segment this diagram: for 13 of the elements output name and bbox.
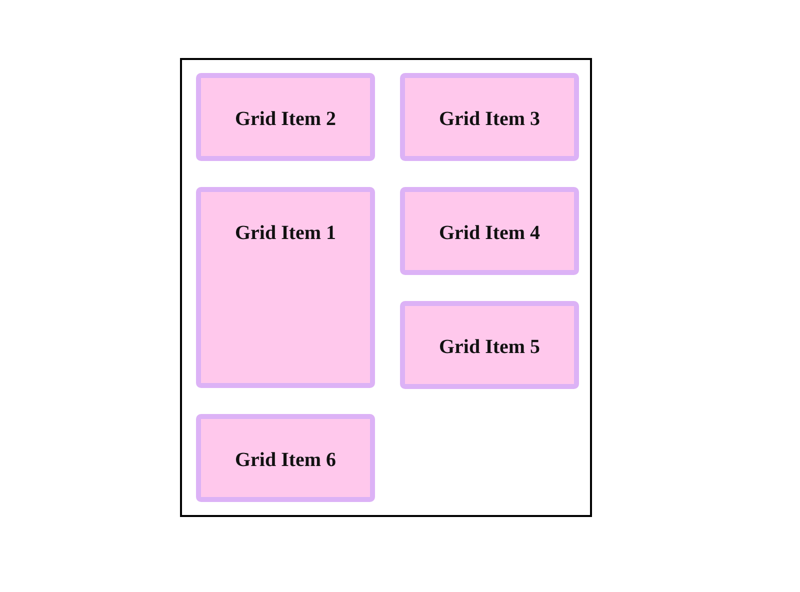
grid-container bbox=[180, 58, 592, 517]
grid-item-card bbox=[196, 414, 375, 502]
item-label: Grid Item 6 bbox=[234, 448, 336, 472]
grid-item-card bbox=[400, 73, 579, 161]
grid-item-card bbox=[400, 301, 579, 389]
grid-item-card bbox=[196, 187, 375, 388]
item-label: Grid Item 4 bbox=[438, 221, 540, 245]
item-label: Grid Item 1 bbox=[234, 221, 336, 245]
item-label: Grid Item 3 bbox=[438, 107, 540, 131]
item-label: Grid Item 2 bbox=[234, 107, 336, 131]
item-label: Grid Item 5 bbox=[438, 335, 540, 359]
grid-item-card bbox=[196, 73, 375, 161]
grid-item-card bbox=[400, 187, 579, 275]
